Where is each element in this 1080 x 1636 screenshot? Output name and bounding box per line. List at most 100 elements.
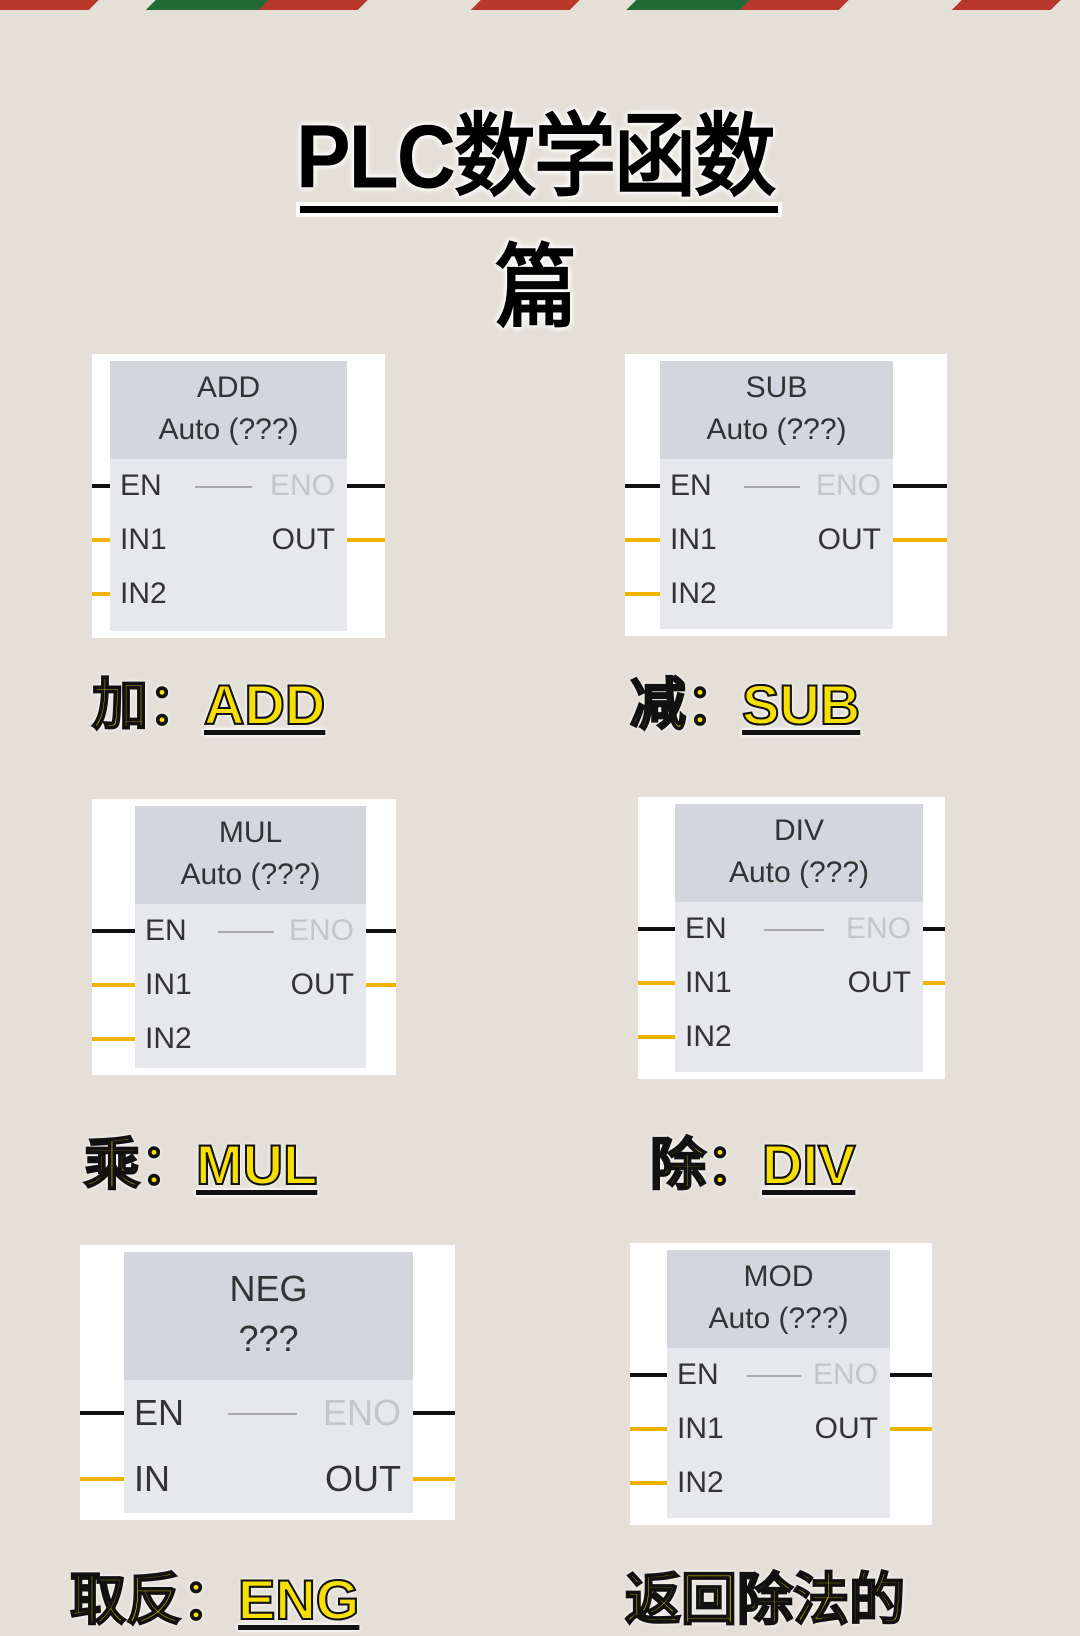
input-wire[interactable] (80, 1411, 124, 1415)
pin-row: IN2 (92, 567, 347, 621)
input-pin-label: IN (134, 1458, 170, 1499)
block-header: NEG ??? (124, 1252, 413, 1380)
block-body: ADD Auto (???) EN ENO IN1 OUT IN2 (92, 361, 385, 631)
en-eno-link (743, 486, 800, 488)
output-pin-label: ENO (815, 469, 881, 502)
caption-function: MUL (195, 1132, 318, 1197)
caption-chinese: 除： (649, 1132, 763, 1197)
input-pin-label: IN2 (670, 577, 717, 610)
input-pin-label: EN (670, 469, 712, 502)
output-wire[interactable] (366, 983, 396, 987)
input-wire[interactable] (92, 538, 110, 542)
pin-row: IN1 OUT (92, 958, 396, 1012)
pin-row: IN2 (92, 1012, 366, 1066)
output-wire[interactable] (890, 1427, 932, 1431)
output-wire[interactable] (347, 484, 385, 488)
en-eno-link (228, 1413, 298, 1415)
input-wire[interactable] (92, 983, 135, 987)
block-type: Auto (???) (180, 858, 321, 891)
pin-row: EN ENO (80, 1380, 455, 1446)
div-caption: 除：DIV (649, 1120, 856, 1201)
caption-function: ADD (203, 672, 326, 737)
input-wire[interactable] (92, 1037, 135, 1041)
block-body: MOD Auto (???) EN ENO IN1 OUT IN2 (630, 1250, 932, 1518)
pin-row: EN ENO (638, 902, 945, 956)
block-name: SUB (745, 371, 808, 404)
caption-chinese: 取反： (69, 1567, 239, 1632)
caption-function: ENG (237, 1567, 360, 1632)
input-pin-label: IN1 (685, 966, 732, 999)
input-wire[interactable] (630, 1373, 667, 1377)
en-eno-link (747, 1375, 801, 1377)
output-wire[interactable] (890, 1373, 932, 1377)
pin-row: IN2 (630, 1456, 890, 1510)
output-wire[interactable] (923, 927, 945, 931)
add-caption: 加：ADD (91, 660, 326, 741)
input-pin-label: IN2 (120, 577, 167, 610)
output-pin-label: ENO (845, 912, 911, 945)
block-header: SUB Auto (???) (660, 361, 893, 459)
block-type: ??? (238, 1318, 299, 1359)
output-wire[interactable] (923, 981, 945, 985)
pin-row: EN ENO (92, 904, 396, 958)
input-pin-label: IN1 (670, 523, 717, 556)
input-wire[interactable] (80, 1477, 124, 1481)
output-pin-label: ENO (322, 1392, 401, 1433)
input-wire[interactable] (630, 1481, 667, 1485)
caption-chinese: 返回除法的 (624, 1567, 906, 1632)
block-type: Auto (???) (728, 856, 870, 889)
mod-block[interactable]: MOD Auto (???) EN ENO IN1 OUT IN2 (630, 1243, 932, 1525)
input-wire[interactable] (625, 592, 660, 596)
output-pin-label: OUT (814, 1412, 878, 1445)
block-body: NEG ??? EN ENO IN OUT (80, 1252, 455, 1513)
sub-block[interactable]: SUB Auto (???) EN ENO IN1 OUT IN2 (625, 354, 947, 636)
block-header: MUL Auto (???) (135, 806, 366, 904)
block-name: ADD (196, 371, 261, 404)
input-wire[interactable] (625, 484, 660, 488)
input-wire[interactable] (92, 929, 135, 933)
output-wire[interactable] (413, 1477, 455, 1481)
input-wire[interactable] (92, 484, 110, 488)
input-wire[interactable] (92, 592, 110, 596)
output-pin-label: OUT (271, 523, 335, 556)
input-wire[interactable] (638, 981, 675, 985)
input-wire[interactable] (638, 927, 675, 931)
block-type: Auto (???) (158, 413, 299, 446)
input-pin-label: EN (134, 1392, 185, 1433)
output-wire[interactable] (366, 929, 396, 933)
output-wire[interactable] (893, 538, 947, 542)
neg-block[interactable]: NEG ??? EN ENO IN OUT (80, 1245, 455, 1520)
mod-caption: 返回除法的 (624, 1555, 906, 1636)
div-block[interactable]: DIV Auto (???) EN ENO IN1 OUT IN2 (638, 797, 945, 1079)
pin-row: EN ENO (630, 1348, 932, 1402)
input-pin-label: EN (145, 914, 187, 947)
block-name: NEG (229, 1268, 308, 1309)
input-wire[interactable] (638, 1035, 675, 1039)
output-wire[interactable] (413, 1411, 455, 1415)
input-pin-label: IN1 (677, 1412, 724, 1445)
output-pin-label: OUT (817, 523, 881, 556)
pin-row: EN ENO (92, 459, 385, 513)
output-pin-label: ENO (812, 1358, 878, 1391)
pin-row: IN OUT (80, 1446, 455, 1512)
block-body: DIV Auto (???) EN ENO IN1 OUT IN2 (638, 804, 945, 1072)
caption-function: DIV (761, 1132, 856, 1197)
input-wire[interactable] (625, 538, 660, 542)
block-header: DIV Auto (???) (675, 804, 923, 902)
block-header: MOD Auto (???) (667, 1250, 890, 1348)
input-pin-label: IN2 (685, 1020, 732, 1053)
pin-row: IN1 OUT (625, 513, 947, 567)
output-wire[interactable] (893, 484, 947, 488)
pin-row: IN2 (638, 1010, 923, 1064)
output-pin-label: OUT (325, 1458, 401, 1499)
mul-block[interactable]: MUL Auto (???) EN ENO IN1 OUT IN2 (92, 799, 396, 1075)
pin-row: IN1 OUT (630, 1402, 932, 1456)
pin-row: IN1 OUT (92, 513, 385, 567)
output-pin-label: ENO (288, 914, 354, 947)
output-wire[interactable] (347, 538, 385, 542)
pin-row: IN2 (625, 567, 893, 621)
block-body: SUB Auto (???) EN ENO IN1 OUT IN2 (625, 361, 947, 629)
input-wire[interactable] (630, 1427, 667, 1431)
input-pin-label: EN (120, 469, 162, 502)
add-block[interactable]: ADD Auto (???) EN ENO IN1 OUT IN2 (92, 354, 385, 638)
